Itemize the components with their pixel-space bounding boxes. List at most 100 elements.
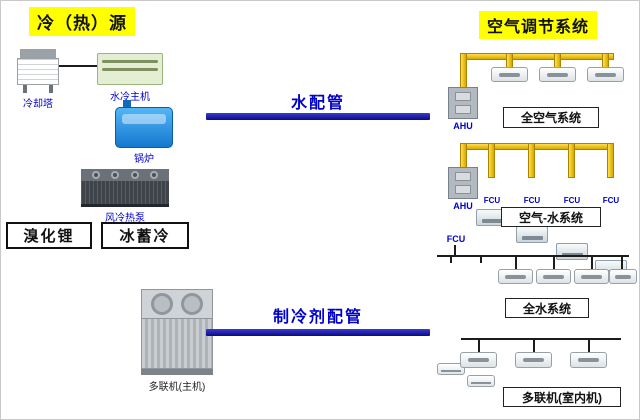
cooling-tower-leg [49,85,53,93]
water-chiller-icon [97,53,163,85]
supply-duct-pipe [460,143,614,150]
vent [577,358,600,362]
supply-duct-pipe [460,53,614,60]
water-chiller-label: 水冷主机 [110,92,150,103]
ahu-panel [455,92,471,101]
boiler-stack [123,100,131,109]
water-pipe-label: 水配管 [290,95,345,112]
vent [505,274,526,279]
ceiling-cassette-icon [460,352,497,368]
air-heat-pump-label: 风冷热泵 [105,213,145,224]
slot [470,382,492,384]
ice-storage-box: 冰蓄冷 [101,222,189,249]
water-pipe-bar [206,113,430,120]
water-line-drop [553,257,555,269]
fcu-label: FCU [602,196,620,205]
duct-drop [528,143,535,178]
boiler-label: 锅炉 [134,154,154,165]
refrigerant-line-drop [478,340,480,352]
chiller-pipe [102,68,158,71]
fcu-unit-icon [476,209,508,226]
duct-drop [488,143,495,178]
system-label-all-air: 全空气系统 [503,107,599,128]
libr-box: 溴化锂 [6,222,92,249]
water-line-drop [591,257,593,269]
ceiling-cassette-icon [536,269,571,284]
fan-icon [130,171,139,179]
connector-line [59,65,97,67]
fcu-unit-icon [556,243,588,260]
ceiling-cassette-icon [491,67,528,82]
ceiling-cassette-icon [587,67,624,82]
grill [521,236,543,240]
heat-pump-fan-deck [81,169,169,181]
system-label-air-water: 空气-水系统 [501,207,601,227]
vent [522,358,545,362]
title-cold-heat-source: 冷（热）源 [29,7,135,36]
fcu-label: FCU [446,234,466,244]
vent [498,72,521,77]
fan-icon [181,293,204,315]
ceiling-cassette-icon [515,352,552,368]
cooling-tower-icon [17,49,59,93]
vrf-outdoor-label: 多联机(主机) [148,382,206,393]
duct-drop [568,143,575,178]
water-line-drop [480,257,482,263]
ceiling-cassette-icon [498,269,533,284]
heat-pump-body [81,181,169,204]
slot [440,370,462,372]
boiler-panel [122,114,166,124]
duct-drop [554,53,561,68]
refrigerant-line [461,338,621,340]
vrf-coil-section [141,319,213,369]
cooling-tower-label: 冷却塔 [23,99,53,110]
duct-drop [506,53,513,68]
water-line-drop [621,257,623,269]
grill [481,219,503,223]
vent [581,274,602,279]
heat-pump-base [81,204,169,207]
boiler-icon [115,100,173,148]
duct-drop [607,143,614,178]
vrf-outdoor-unit-icon [141,289,213,375]
ahu-label: AHU [453,201,473,211]
title-air-conditioning-system: 空气调节系统 [479,11,598,39]
ahu-icon [448,87,478,119]
vent [546,72,569,77]
fcu-wall-unit-icon [437,363,465,375]
air-heat-pump-icon [81,169,169,207]
system-label-all-water: 全水系统 [505,298,589,318]
refrigerant-line-drop [588,340,590,352]
fcu-unit-icon [516,226,548,243]
fan-icon [111,171,120,179]
fcu-label: FCU [483,196,501,205]
duct-drop [602,53,609,68]
ceiling-cassette-icon [574,269,609,284]
fcu-wall-unit-icon [467,375,495,387]
system-label-vrf-indoor: 多联机(室内机) [503,387,621,407]
cooling-tower-leg [23,85,27,93]
vent [614,274,632,279]
cooling-tower-fan-deck [20,49,56,58]
fcu-label: FCU [523,196,541,205]
refrigerant-line-drop [533,340,535,352]
fcu-label: FCU [563,196,581,205]
ahu-panel [455,185,471,194]
vent [467,358,490,362]
refrigerant-pipe-label: 制冷剂配管 [272,309,363,326]
water-line-drop [454,245,456,255]
cooling-tower-body [17,58,59,85]
chiller-pipe [102,60,158,63]
duct-drop [460,143,467,168]
fan-icon [92,171,101,179]
boiler-body [115,107,173,148]
water-line [437,255,629,257]
vrf-base [141,369,213,375]
water-line-drop [515,257,517,269]
refrigerant-pipe-bar [206,329,430,336]
ceiling-cassette-icon [609,269,637,284]
ahu-label: AHU [453,121,473,131]
vrf-fan-section [141,289,213,319]
fan-icon [150,293,173,315]
